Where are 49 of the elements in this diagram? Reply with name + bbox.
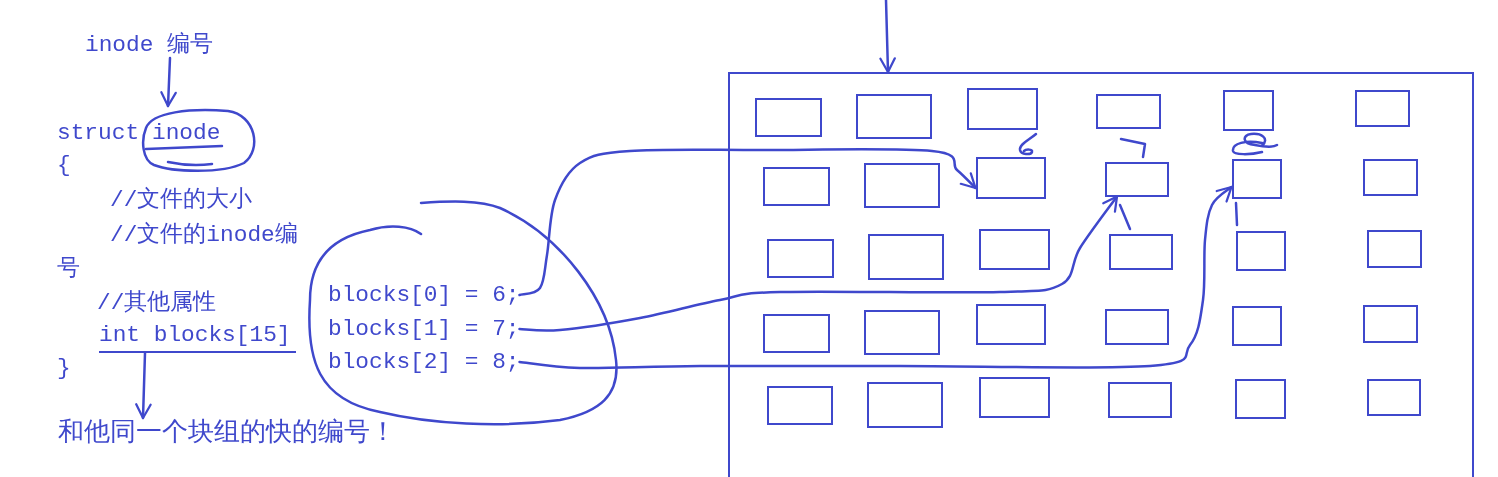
code-line: blocks[2] = 8; [328, 349, 520, 375]
block-box [1362, 304, 1418, 343]
code-comment: //其他属性 [97, 290, 217, 316]
block-box [762, 166, 830, 206]
block-box [1366, 229, 1422, 268]
code-line: blocks[0] = 6; [328, 282, 520, 308]
block-box [1222, 89, 1274, 131]
block-box [978, 376, 1050, 418]
block-box [1095, 93, 1161, 129]
block-box [1231, 305, 1282, 346]
underlined-code: int blocks[15] [99, 322, 296, 353]
arrow [518, 195, 1119, 332]
block-box [1104, 308, 1169, 345]
block-box [766, 385, 833, 425]
block-box [866, 381, 943, 428]
code-line: struct [57, 120, 140, 146]
arrow [518, 185, 1233, 370]
code-line: } [57, 355, 71, 381]
annotation-text: 和他同一个块组的快的编号！ [58, 418, 396, 448]
code-line: blocks[1] = 7; [328, 316, 520, 342]
code-line: { [57, 152, 71, 178]
arrow [135, 351, 152, 420]
block-box [1234, 378, 1286, 419]
block-box [863, 309, 940, 355]
block-box [1108, 233, 1173, 270]
block-box [966, 87, 1038, 130]
block-box [855, 93, 932, 139]
code-comment: //文件的inode编号 [57, 221, 299, 284]
block-box [1235, 230, 1286, 271]
block-box [1354, 89, 1410, 127]
block-box [978, 228, 1050, 270]
annotation-text: inode 编号 [85, 32, 214, 58]
block-box [754, 97, 822, 137]
block-box [1104, 161, 1169, 197]
block-box [975, 303, 1046, 345]
arrow [879, 0, 896, 74]
block-box [975, 156, 1046, 199]
block-box [1231, 158, 1282, 199]
arrow [518, 147, 977, 297]
code-comment: //文件的大小 [110, 187, 253, 213]
block-box [1366, 378, 1421, 416]
block-box [766, 238, 834, 278]
arrow [160, 56, 177, 108]
block-box [867, 233, 944, 280]
block-box [1362, 158, 1418, 196]
frame-box [728, 72, 1474, 477]
block-box [863, 162, 940, 208]
block-box [762, 313, 830, 353]
block-box [1107, 381, 1172, 418]
